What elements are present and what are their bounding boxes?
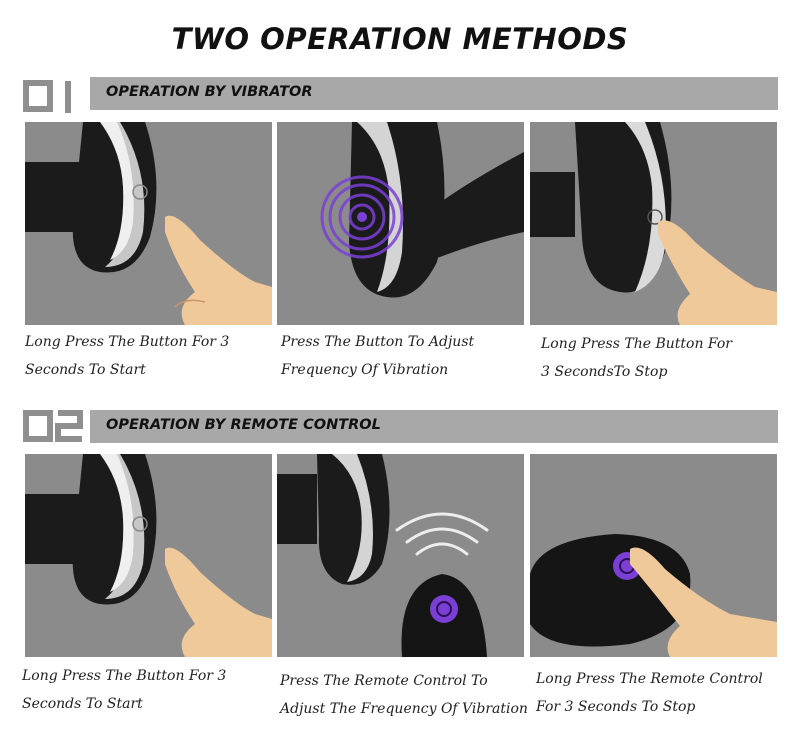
step-image-vibrator-adjust (277, 122, 524, 325)
section-heading: OPERATION BY VIBRATOR (106, 84, 313, 100)
step-caption: Long Press The Button For 3 SecondsTo St… (541, 336, 732, 380)
step-caption: Long Press The Remote Control For 3 Seco… (536, 671, 763, 715)
section-header-02: OPERATION BY REMOTE CONTROL (90, 410, 778, 443)
section-number-01 (23, 80, 71, 113)
step-caption: Long Press The Button For 3 Seconds To S… (22, 668, 227, 712)
section-number-02 (23, 410, 83, 442)
step-image-remote-stop (530, 454, 777, 657)
step-image-vibrator-stop (530, 122, 777, 325)
step-caption: Press The Button To Adjust Frequency Of … (281, 334, 475, 378)
section-heading: OPERATION BY REMOTE CONTROL (106, 417, 381, 433)
step-caption: Press The Remote Control To Adjust The F… (280, 673, 528, 717)
section-header-01: OPERATION BY VIBRATOR (90, 77, 778, 110)
step-image-vibrator-start (25, 122, 272, 325)
step-image-remote-start (25, 454, 272, 657)
step-image-remote-adjust (277, 454, 524, 657)
page-title: TWO OPERATION METHODS (171, 22, 629, 56)
step-caption: Long Press The Button For 3 Seconds To S… (25, 334, 230, 378)
